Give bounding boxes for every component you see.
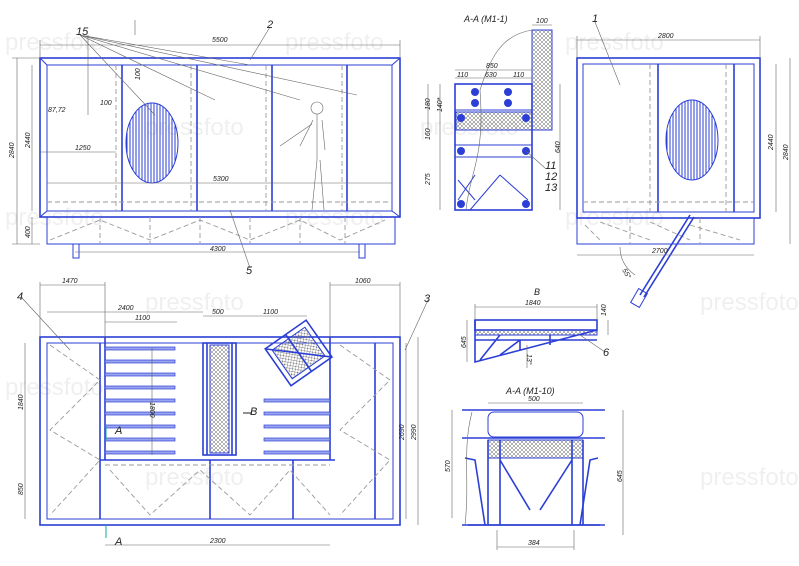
drawing-label: pressfoto xyxy=(700,289,799,316)
drawing-label: 11 xyxy=(545,160,556,172)
section-m1-10: A-A (M1-10) 500 570 645 384 xyxy=(445,386,624,550)
left-bars xyxy=(104,346,176,455)
drawing-label: 630 xyxy=(485,72,497,79)
bench-slat xyxy=(104,411,176,416)
drawing-label: 2990 xyxy=(411,424,418,441)
drawing-label: 5 xyxy=(246,265,253,277)
bench-slat xyxy=(263,411,331,416)
drawing-label: 645 xyxy=(461,336,468,348)
drawing-label: 13 xyxy=(545,182,558,194)
drawing-label: 87,72 xyxy=(48,107,66,114)
drawing-label: pressfoto xyxy=(5,374,104,401)
drawing-label: B xyxy=(250,406,257,418)
drawing-label: 4 xyxy=(17,291,23,303)
drawing-label: 400 xyxy=(25,226,32,238)
window-opening xyxy=(665,99,719,181)
drawing-label: 15 xyxy=(76,26,89,38)
drawing-label: 2440 xyxy=(768,134,775,151)
view-b: B 1840 140 645 13° 6 xyxy=(461,287,610,368)
bench-slat xyxy=(104,359,176,364)
drawing-label: 2840 xyxy=(9,142,16,159)
bench-slat xyxy=(104,450,176,455)
drawing-label: 180 xyxy=(425,98,432,110)
drawing-label: 2 xyxy=(266,19,273,31)
drawing-label: 384 xyxy=(528,540,540,547)
drawing-label: 100 xyxy=(135,68,142,80)
drawing-label: 2440 xyxy=(25,132,32,149)
side-view: 2800 2440 2840 2700 55° 1 xyxy=(576,13,791,309)
section-m1-1: A-A (M1-1) 100 850 110 630 110 180 140* … xyxy=(425,14,562,211)
drawing-label: A xyxy=(114,425,122,437)
bench-slat xyxy=(263,424,331,429)
drawing-label: 500 xyxy=(212,309,224,316)
drawing-label: 1 xyxy=(592,13,598,25)
drawing-label: 640 xyxy=(555,141,562,153)
drawing-label: pressfoto xyxy=(145,464,244,491)
drawing-label: 140* xyxy=(437,97,444,112)
bench-slat xyxy=(104,424,176,429)
drawing-label: 850 xyxy=(486,63,498,70)
drawing-label: 570 xyxy=(445,460,452,472)
drawing-label: 2800 xyxy=(657,33,674,40)
drawing-label: 100 xyxy=(100,100,112,107)
drawing-label: 5300 xyxy=(213,176,229,183)
drawing-label: 2400 xyxy=(117,305,134,312)
drawing-label: 2700 xyxy=(651,248,668,255)
drawing-label: 1800 xyxy=(148,402,155,418)
drawing-label: 1840 xyxy=(525,300,541,307)
drawing-label: pressfoto xyxy=(5,29,104,56)
drawing-label: 110 xyxy=(457,72,468,79)
drawing-label: 1470 xyxy=(62,278,78,285)
drawing-label: 5500 xyxy=(212,37,228,44)
drawing-label: 3 xyxy=(424,293,431,305)
right-bars xyxy=(263,398,331,455)
drawing-label: 1060 xyxy=(355,278,371,285)
bench-slat xyxy=(104,372,176,377)
bench-slat xyxy=(263,450,331,455)
drawing-label: B xyxy=(534,287,540,297)
drawing-label: pressfoto xyxy=(285,29,384,56)
drawing-label: 100 xyxy=(536,18,548,25)
watermarks: pressfoto pressfoto pressfoto pressfoto … xyxy=(5,29,799,491)
drawing-label: 2300 xyxy=(209,538,226,545)
drawing-label: A-A (M1-10) xyxy=(505,386,555,396)
drawing-label: 500 xyxy=(528,396,540,403)
bench-slat xyxy=(263,437,331,442)
bench-slat xyxy=(104,437,176,442)
drawing-label: A-A (M1-1) xyxy=(463,14,508,24)
drawing-label: 13° xyxy=(525,354,533,365)
drawing-label: 1250 xyxy=(75,145,91,152)
bench-slat xyxy=(104,385,176,390)
drawing-label: 645 xyxy=(617,470,624,482)
drawing-label: 55° xyxy=(620,267,632,280)
drawing-label: 160 xyxy=(425,128,432,140)
bench-slat xyxy=(104,398,176,403)
bench-slat xyxy=(263,398,331,403)
drawing-label: 2840 xyxy=(783,144,790,161)
drawing-label: 140 xyxy=(601,304,608,316)
window-opening xyxy=(125,102,179,184)
drawing-label: pressfoto xyxy=(565,29,664,56)
person-figure xyxy=(279,101,326,211)
drawing-label: pressfoto xyxy=(145,289,244,316)
bench-slat xyxy=(104,346,176,351)
drawing-label: 12 xyxy=(545,171,557,183)
drawing-label: 275 xyxy=(425,173,432,186)
drawing-label: 1100 xyxy=(135,315,150,322)
drawing-label: 110 xyxy=(513,72,524,79)
drawing-label: 6 xyxy=(603,347,610,359)
drawing-label: pressfoto xyxy=(700,464,799,491)
drawing-label: 4300 xyxy=(210,246,226,253)
drawing-label: 850 xyxy=(18,483,25,495)
drawing-label: 1100 xyxy=(263,309,278,316)
plan-view: 1470 2400 1100 500 1100 1060 2300 1840 8… xyxy=(17,278,431,548)
drawing-label: A xyxy=(114,536,122,548)
drawing-label: 1840 xyxy=(18,394,25,410)
drawing-label: 2690 xyxy=(399,424,406,441)
front-view: 5500 2840 2440 400 4300 5300 1250 87,72 … xyxy=(9,19,401,277)
